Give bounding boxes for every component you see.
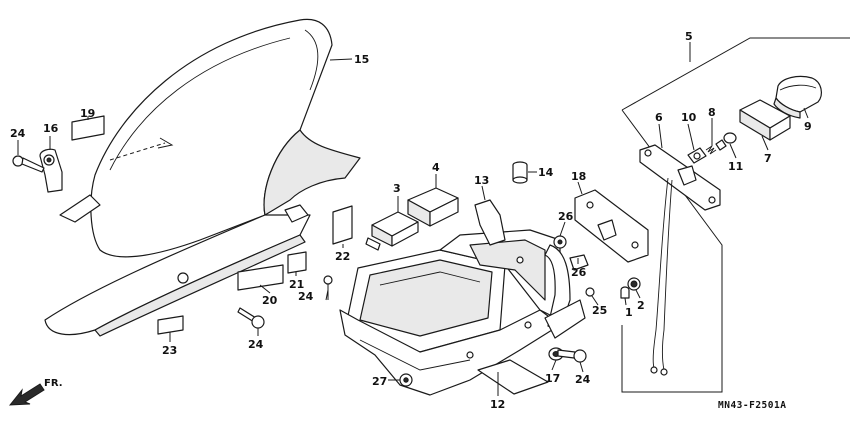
callout-23: 23 <box>162 344 177 357</box>
callout-16: 16 <box>43 122 59 135</box>
label-plate-23 <box>157 315 184 335</box>
callout-26-upper: 26 <box>558 210 574 223</box>
inner-fender-assembly <box>339 199 586 396</box>
label-plate-21 <box>287 251 307 274</box>
lens-9-part <box>773 75 822 119</box>
callout-24-left: 24 <box>10 127 26 140</box>
callout-17: 17 <box>545 372 560 385</box>
front-direction-label: FR. <box>44 378 63 389</box>
callout-24-middle: 24 <box>248 338 264 351</box>
callout-8: 8 <box>708 106 716 119</box>
bolt-24-upper <box>323 275 333 300</box>
callout-22: 22 <box>335 250 350 263</box>
label-plate-20 <box>237 264 284 291</box>
callout-24-right: 24 <box>575 373 591 386</box>
callout-4: 4 <box>432 161 440 174</box>
bolt-24-middle <box>237 307 265 329</box>
callout-11: 11 <box>728 160 743 173</box>
callout-12: 12 <box>490 398 505 411</box>
callout-15: 15 <box>354 53 369 66</box>
callout-7: 7 <box>764 152 772 165</box>
grommet-26-lower <box>569 254 589 271</box>
collar-1-part <box>620 286 630 299</box>
callout-27: 27 <box>372 375 387 388</box>
rear-fender-part <box>44 18 361 337</box>
nut-26-upper <box>553 235 567 249</box>
callout-19: 19 <box>80 107 95 120</box>
grommet-2-part <box>627 277 641 291</box>
callout-18: 18 <box>571 170 586 183</box>
front-direction-arrow <box>8 383 45 406</box>
callout-numbers: 1 2 3 4 5 6 7 8 9 10 11 12 13 14 15 16 1… <box>10 30 812 411</box>
callout-20: 20 <box>262 294 278 307</box>
relay-4-part <box>407 187 459 227</box>
spring-8-part <box>705 145 717 155</box>
callout-25: 25 <box>592 304 607 317</box>
label-plate-22 <box>332 205 353 245</box>
callout-5: 5 <box>685 30 693 43</box>
callout-26-lower: 26 <box>571 266 587 279</box>
bolt-25-part <box>585 287 599 306</box>
callout-9: 9 <box>804 120 812 133</box>
callout-3: 3 <box>393 182 401 195</box>
license-bracket-18 <box>574 189 649 263</box>
leader-lines <box>17 42 809 396</box>
callout-14: 14 <box>538 166 554 179</box>
clamp-16-part <box>39 148 63 193</box>
base-plate-6 <box>639 144 721 211</box>
taillight-group-outline <box>621 37 850 393</box>
callout-2: 2 <box>637 299 645 312</box>
diagram-code: MN43-F2501A <box>718 400 786 411</box>
bulb-11-part <box>715 132 737 151</box>
nut-27-part <box>399 373 413 387</box>
callout-13: 13 <box>474 174 489 187</box>
callout-10: 10 <box>681 111 697 124</box>
collar-14-part <box>512 161 528 184</box>
bolt-24-left <box>12 155 45 173</box>
callout-6: 6 <box>655 111 663 124</box>
relay-3-part <box>365 211 419 251</box>
callout-21: 21 <box>289 278 304 291</box>
socket-10-part <box>687 147 707 164</box>
callout-1: 1 <box>625 306 633 319</box>
reflector-plate-12 <box>477 359 549 395</box>
callout-24-upper: 24 <box>298 290 314 303</box>
bolt-24-right <box>557 349 587 363</box>
wire-harness <box>652 177 673 371</box>
label-plate-19 <box>71 115 105 141</box>
lens-housing-7 <box>739 99 791 141</box>
